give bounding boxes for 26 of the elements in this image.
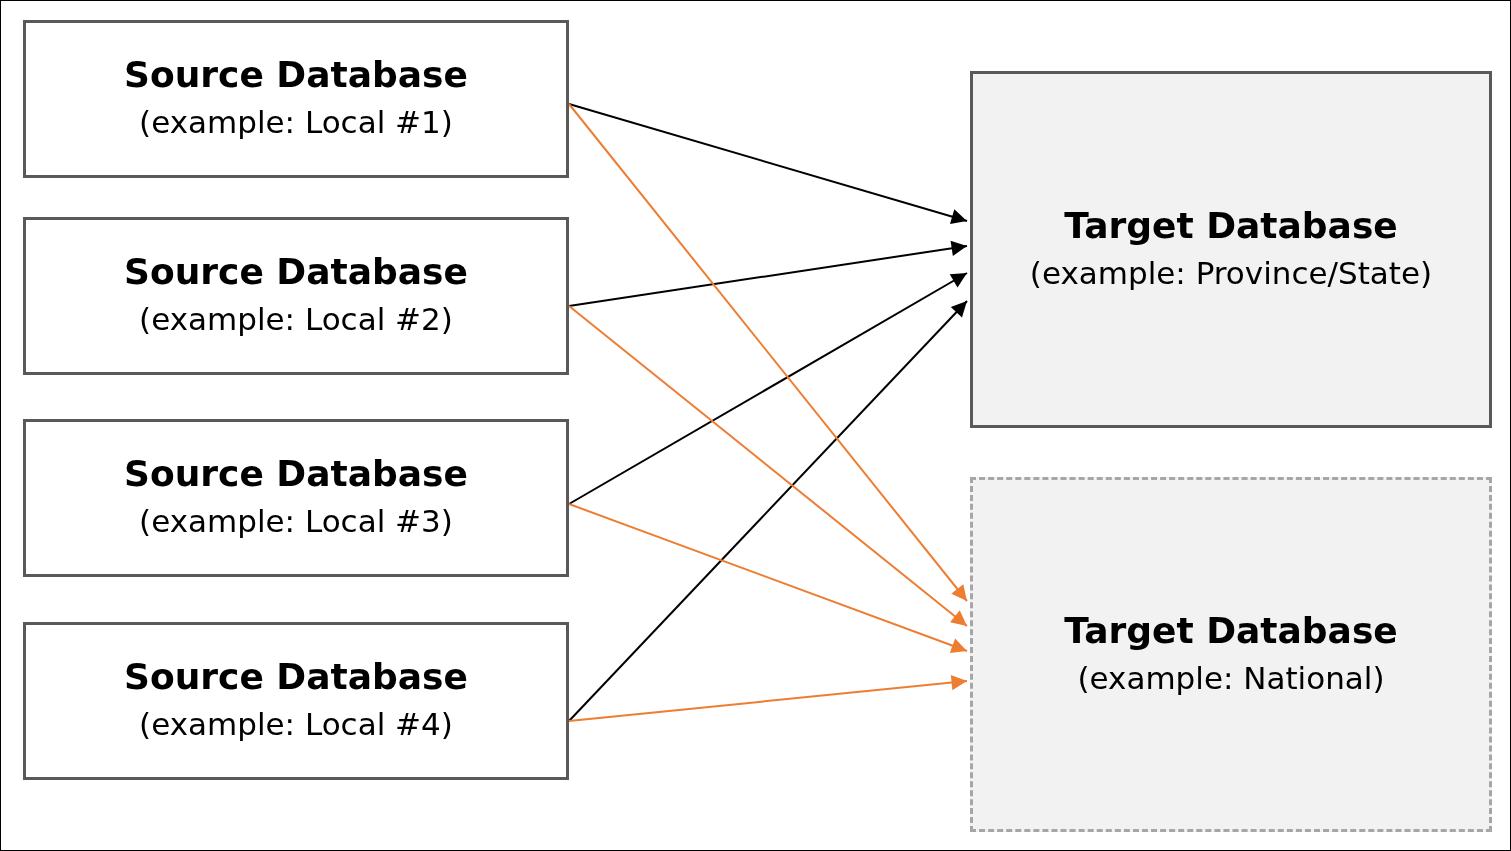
arrow: [568, 300, 968, 722]
box-subtitle: (example: Province/State): [1029, 253, 1433, 293]
source-database-box: [23, 217, 569, 375]
box-heading: Target Database: [1064, 203, 1398, 248]
box-heading: Source Database: [124, 250, 468, 295]
arrow: [568, 674, 968, 722]
source-database-box: [23, 622, 569, 780]
arrow: [568, 305, 968, 627]
box-subtitle: (example: Local #3): [139, 502, 453, 542]
target-database-box: [970, 477, 1492, 832]
box-subtitle: (example: Local #1): [139, 103, 453, 143]
arrow: [568, 272, 968, 505]
box-heading: Source Database: [124, 53, 468, 98]
arrow: [568, 240, 968, 307]
arrow: [568, 503, 968, 653]
box-heading: Source Database: [124, 655, 468, 700]
box-subtitle: (example: National): [1077, 658, 1385, 698]
box-subtitle: (example: Local #4): [139, 705, 453, 745]
arrow: [568, 103, 968, 602]
target-database-box: [970, 71, 1492, 428]
box-heading: Source Database: [124, 452, 468, 497]
box-heading: Target Database: [1064, 608, 1398, 653]
source-database-box: [23, 20, 569, 178]
arrow: [568, 103, 968, 225]
source-database-box: [23, 419, 569, 577]
box-subtitle: (example: Local #2): [139, 300, 453, 340]
